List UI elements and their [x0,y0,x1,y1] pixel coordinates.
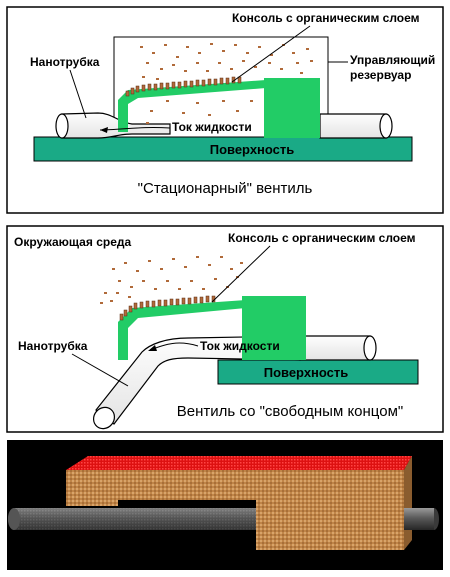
cantilever [118,300,246,360]
reservoir-label-line1: Управляющий [350,53,435,67]
panel-frame [6,225,444,433]
surface-bar [217,359,419,385]
surface-label: Поверхность [264,365,349,380]
nanotube-left [55,112,171,139]
render-cantilever-block [66,456,412,550]
nanotube-right [299,335,377,361]
render-rod-front [8,508,434,530]
panel1-caption: "Стационарный" вентиль [138,180,313,197]
reservoir-label-line2: резервуар [350,68,411,82]
nanotube-label: Нанотрубка [30,55,100,69]
cantilever-pointer [231,25,311,83]
cantilever-label: Консоль с органическим слоем [232,11,420,25]
cantilever-support [264,78,320,138]
cantilever [118,80,266,132]
cantilever-support [242,296,306,360]
panel-3d-render [7,440,443,570]
nanotube-label: Нанотрубка [18,339,88,353]
nanotube-right [319,113,393,139]
flow-label: Ток жидкости [172,120,252,134]
panel-free-end-valve: Поверхность [6,225,444,433]
environment-label: Окружающая среда [14,235,131,249]
flow-label: Ток жидкости [200,339,280,353]
surface-label: Поверхность [210,142,295,157]
organic-layer [125,76,242,97]
surface-bar [33,136,413,162]
cantilever-pointer [211,245,271,303]
organic-layer [119,295,216,321]
nanotube-pointer [71,353,129,387]
panel-stationary-valve: Поверхность [6,6,444,214]
panel2-caption: Вентиль со "свободным концом" [177,403,403,420]
nanotube-pointer [69,69,87,119]
cantilever-label: Консоль с органическим слоем [228,231,416,245]
